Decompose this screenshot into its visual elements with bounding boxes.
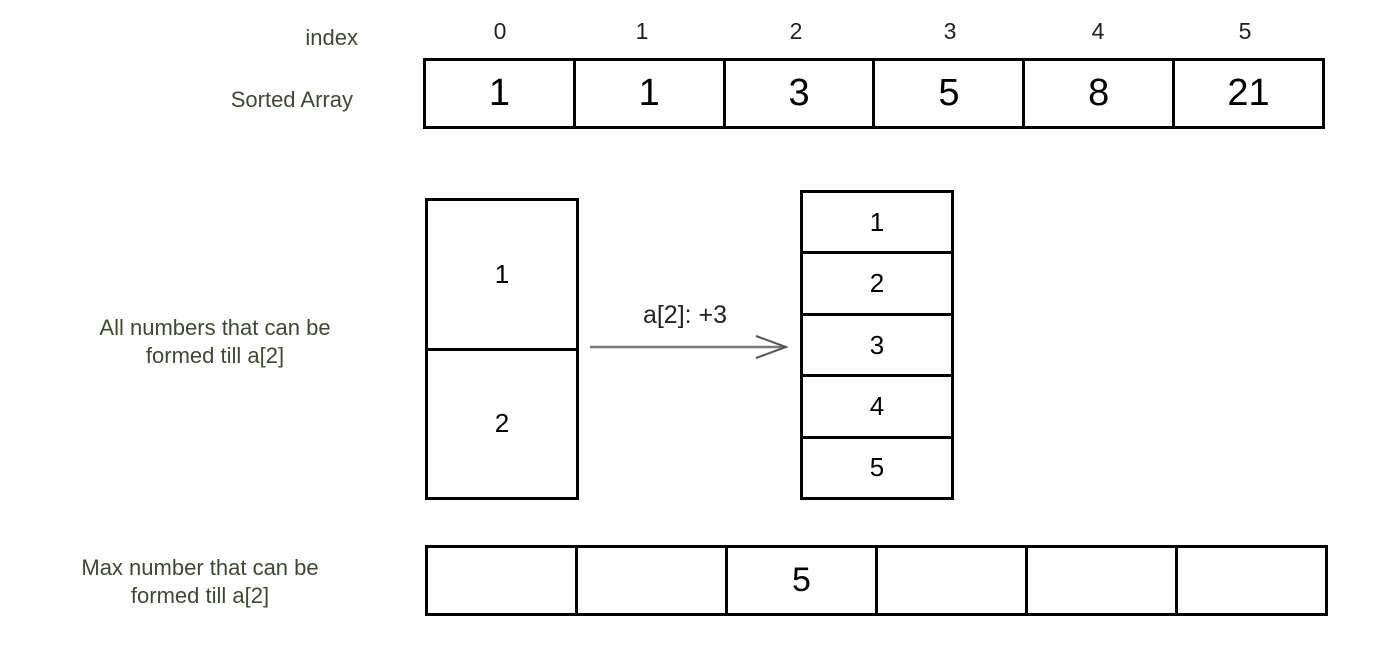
max-cell-3 (878, 548, 1028, 613)
formed-after-cell-1: 2 (803, 254, 951, 316)
formed-before-cell-1: 2 (494, 408, 510, 439)
arrow-label: a[2]: +3 (642, 301, 728, 329)
max-formed-row: 5 (425, 545, 1328, 616)
max-cell-2: 5 (728, 548, 878, 613)
formed-after-cell-0: 1 (803, 193, 951, 255)
index-1: 1 (635, 18, 649, 44)
all-numbers-label: All numbers that can be formed till a[2] (50, 314, 380, 370)
right-arrow-icon (590, 335, 789, 359)
formed-after-cell-4: 5 (869, 452, 885, 483)
max-cell-0 (428, 548, 578, 613)
max-cell-5 (1178, 548, 1325, 613)
index-0: 0 (493, 18, 507, 44)
max-number-label-line1: Max number that can be (81, 555, 319, 580)
sorted-cell-0: 1 (426, 61, 576, 126)
sorted-array-label: Sorted Array (230, 87, 353, 112)
index-4: 4 (1091, 18, 1105, 44)
formed-before-cell-0: 1 (428, 201, 576, 351)
max-cell-4 (1028, 548, 1178, 613)
max-cell-1 (578, 548, 728, 613)
max-number-label-line2: formed till a[2] (130, 583, 270, 608)
index-2: 2 (789, 18, 803, 44)
sorted-cell-2: 3 (726, 61, 876, 126)
index-5: 5 (1238, 18, 1252, 44)
all-numbers-label-line1: All numbers that can be (99, 315, 331, 340)
sorted-cell-5: 21 (1227, 72, 1270, 114)
formed-after-cell-3: 4 (803, 377, 951, 439)
formed-after-cell-2: 3 (803, 316, 951, 378)
sorted-cell-4: 8 (1025, 61, 1176, 126)
all-numbers-label-line2: formed till a[2] (145, 343, 285, 368)
formed-after-column: 1 2 3 4 5 (800, 190, 954, 500)
sorted-cell-1: 1 (576, 61, 726, 126)
formed-before-column: 1 2 (425, 198, 579, 500)
sorted-array-row: 1 1 3 5 8 21 (423, 58, 1325, 129)
index-3: 3 (943, 18, 957, 44)
sorted-cell-3: 5 (875, 61, 1026, 126)
index-label: index (305, 25, 358, 50)
max-number-label: Max number that can be formed till a[2] (30, 554, 370, 610)
